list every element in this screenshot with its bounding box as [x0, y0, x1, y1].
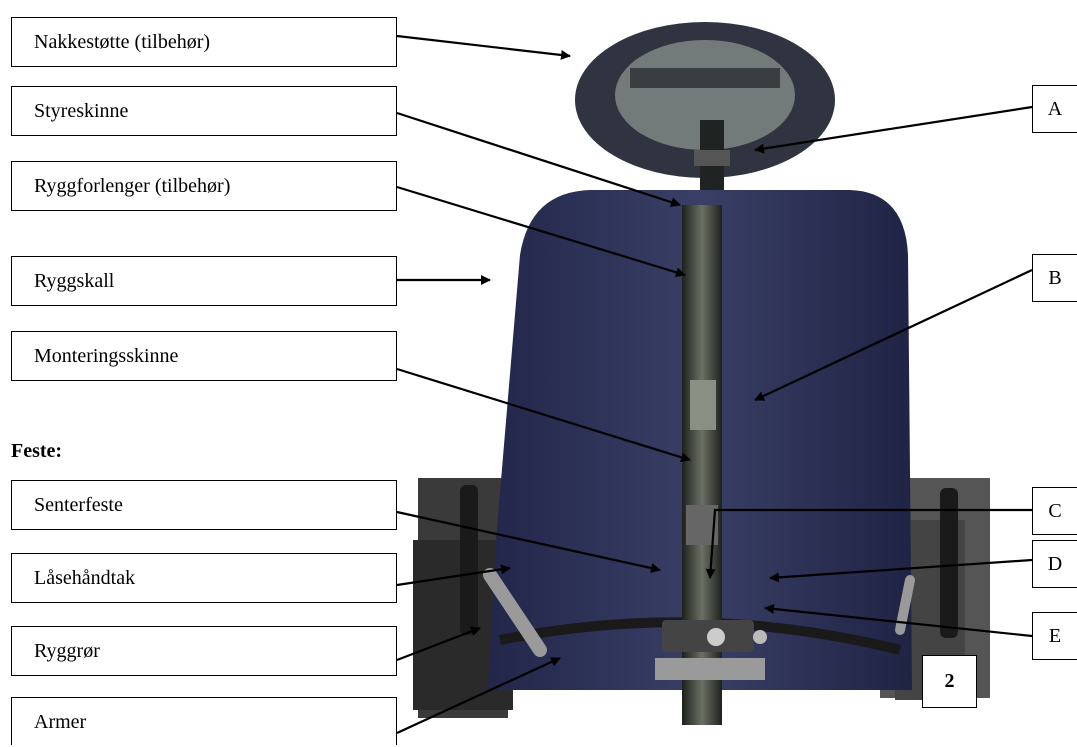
arrow-d [770, 560, 1032, 578]
arrow-ryggforlenger [397, 187, 685, 275]
arrow-senterfeste [397, 512, 660, 570]
arrow-armer [397, 658, 560, 733]
arrow-lasehandtak [397, 568, 510, 585]
arrow-monteringsskinne [397, 369, 690, 460]
arrow-styreskinne [397, 113, 680, 205]
arrow-b [755, 270, 1032, 400]
arrow-nakkestotte [397, 36, 570, 56]
arrow-e [765, 608, 1032, 636]
arrow-a [755, 107, 1032, 150]
arrow-ryggror [397, 628, 480, 660]
arrow-c [710, 510, 1032, 578]
